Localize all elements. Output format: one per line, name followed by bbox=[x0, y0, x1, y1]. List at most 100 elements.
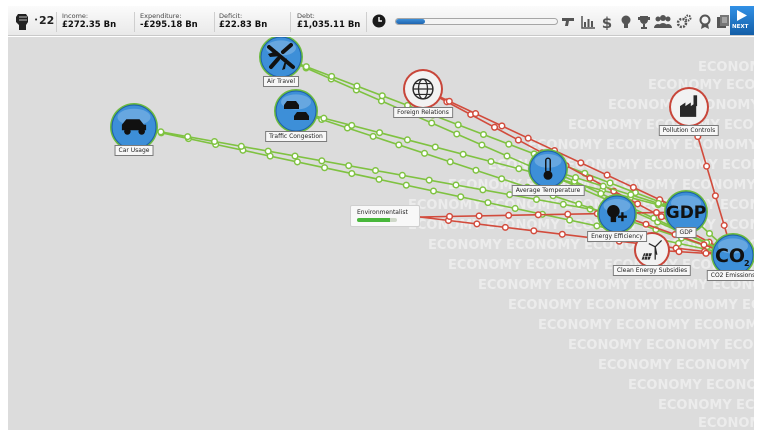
watermark-word: ECONOMY bbox=[694, 318, 754, 333]
node-co2-emissions[interactable]: CO2 bbox=[711, 233, 754, 277]
deficit-stat[interactable]: Deficit: £22.83 Bn bbox=[219, 12, 267, 30]
node-label-average-temperature[interactable]: Average Temperature bbox=[511, 185, 585, 196]
watermark-word: ECONOMY bbox=[724, 118, 754, 133]
lightbulb-icon[interactable] bbox=[618, 14, 634, 30]
node-label-air-travel[interactable]: Air Travel bbox=[263, 76, 299, 87]
link-dot bbox=[479, 186, 487, 194]
link-dot bbox=[473, 220, 481, 228]
node-car-usage[interactable] bbox=[110, 103, 158, 151]
trophy-icon[interactable] bbox=[636, 14, 652, 30]
expenditure-value: -£295.18 Bn bbox=[140, 20, 198, 30]
svg-text:GDP: GDP bbox=[666, 203, 707, 223]
link-dot bbox=[425, 176, 433, 184]
node-air-travel[interactable] bbox=[259, 37, 303, 79]
link-dot bbox=[369, 132, 377, 140]
link-dot bbox=[237, 142, 245, 150]
node-label-gdp[interactable]: GDP bbox=[675, 227, 697, 238]
bar-chart-icon[interactable] bbox=[580, 14, 596, 30]
watermark-word: ECONOMY bbox=[606, 138, 680, 153]
link-dot bbox=[472, 110, 480, 118]
link-dot bbox=[534, 211, 542, 219]
link-dot bbox=[558, 230, 566, 238]
link-dot bbox=[454, 121, 462, 129]
gears-icon[interactable] bbox=[676, 14, 692, 30]
node-traffic-congestion[interactable] bbox=[274, 89, 318, 133]
documents-icon[interactable] bbox=[715, 14, 731, 30]
political-capital-value: 22 bbox=[39, 14, 55, 27]
node-pollution-controls[interactable] bbox=[669, 87, 709, 127]
link-dot bbox=[593, 222, 601, 230]
watermark-word: ECONOMY bbox=[568, 118, 642, 133]
top-status-bar: • 22 Income: £272.35 Bn Expenditure: -£2… bbox=[8, 6, 754, 36]
link-dot bbox=[603, 171, 611, 179]
node-label-car-usage[interactable]: Car Usage bbox=[114, 145, 154, 156]
link-dot bbox=[321, 164, 329, 172]
watermark-word: ECONOMY bbox=[616, 318, 690, 333]
divider bbox=[56, 12, 57, 32]
link-dot bbox=[475, 212, 483, 220]
watermark-word: ECONOMY bbox=[568, 338, 642, 353]
link-dot bbox=[378, 92, 386, 100]
link-dot bbox=[577, 159, 585, 167]
link-dot bbox=[264, 147, 272, 155]
watermark-word: ECONOMY bbox=[628, 378, 702, 393]
link-dot bbox=[478, 141, 486, 149]
node-label-energy-efficiency[interactable]: Energy Efficiency bbox=[587, 231, 647, 242]
link-dot bbox=[348, 169, 356, 178]
watermark-word: ECONOMY bbox=[684, 138, 754, 153]
watermark-word: ECONOMY bbox=[736, 398, 754, 413]
link-dot bbox=[446, 158, 454, 166]
link-dot bbox=[371, 166, 380, 175]
link-dot bbox=[353, 82, 361, 90]
next-turn-button[interactable]: NEXT bbox=[730, 6, 754, 35]
watermark-word: ECONOMY bbox=[608, 98, 682, 113]
link-dot bbox=[428, 119, 436, 127]
link-dot bbox=[711, 192, 719, 200]
watermark-word: ECONOMY bbox=[698, 60, 754, 75]
ribbon-icon[interactable] bbox=[697, 14, 713, 30]
link-dot bbox=[328, 72, 336, 80]
voter-group-environmentalist[interactable]: Environmentalist bbox=[350, 205, 420, 227]
link-dot bbox=[184, 133, 192, 141]
node-energy-efficiency[interactable] bbox=[597, 194, 637, 234]
node-label-foreign-relations[interactable]: Foreign Relations bbox=[393, 107, 453, 118]
expenditure-label: Expenditure: bbox=[140, 12, 182, 20]
debt-stat[interactable]: Debt: £1,035.11 Bn bbox=[297, 12, 360, 30]
debt-value: £1,035.11 Bn bbox=[297, 20, 361, 30]
link-dot bbox=[597, 190, 605, 198]
node-label-co2-emissions[interactable]: CO2 Emissions bbox=[706, 270, 754, 281]
link-dot bbox=[320, 114, 328, 122]
node-label-pollution-controls[interactable]: Pollution Controls bbox=[658, 125, 720, 136]
link-dot bbox=[586, 174, 594, 182]
dollar-icon[interactable]: $ bbox=[599, 14, 615, 30]
voter-group-bar bbox=[357, 218, 397, 222]
link-dot bbox=[657, 213, 666, 221]
watermark-word: ECONOMY bbox=[448, 258, 522, 273]
link-average-temperature-to-gdp bbox=[547, 168, 687, 213]
link-dot bbox=[498, 175, 506, 183]
watermark-word: ECONOMY bbox=[428, 238, 502, 253]
node-label-clean-energy-subsidies[interactable]: Clean Energy Subsidies bbox=[612, 265, 692, 276]
bulb-plus-icon bbox=[607, 205, 627, 223]
turn-progress-bar bbox=[395, 18, 558, 25]
watermark-word: ECONOMY bbox=[586, 298, 660, 313]
link-dot bbox=[720, 221, 728, 229]
node-foreign-relations[interactable] bbox=[403, 69, 443, 109]
node-label-traffic-congestion[interactable]: Traffic Congestion bbox=[265, 131, 327, 142]
link-dot bbox=[505, 211, 513, 219]
watermark-word: ECONOMY bbox=[664, 298, 738, 313]
link-dot bbox=[599, 182, 607, 190]
voter-group-bar-fill bbox=[357, 218, 390, 222]
link-dot bbox=[654, 199, 662, 207]
gun-icon[interactable] bbox=[561, 14, 577, 30]
link-dot bbox=[490, 123, 499, 131]
watermark-word: ECONOMY bbox=[538, 318, 612, 333]
svg-text:$: $ bbox=[602, 14, 612, 30]
income-stat[interactable]: Income: £272.35 Bn bbox=[62, 12, 116, 30]
node-gdp[interactable]: GDP bbox=[664, 190, 708, 234]
node-average-temperature[interactable] bbox=[528, 149, 568, 189]
link-dot bbox=[402, 181, 410, 189]
deficit-value: £22.83 Bn bbox=[219, 20, 268, 30]
people-icon[interactable] bbox=[653, 14, 673, 30]
expenditure-stat[interactable]: Expenditure: -£295.18 Bn bbox=[140, 12, 198, 30]
